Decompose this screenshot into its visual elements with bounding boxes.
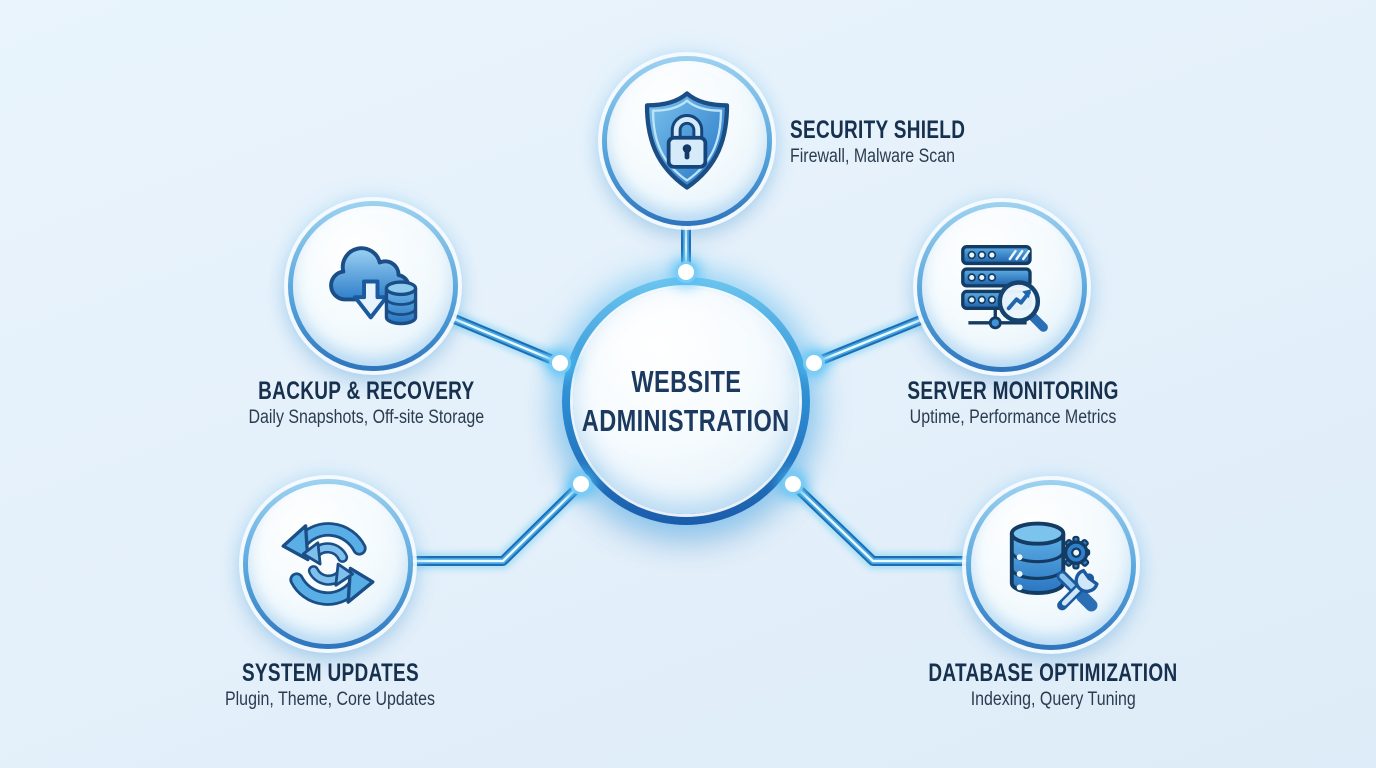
node-subtitle: Uptime, Performance Metrics xyxy=(909,407,1117,428)
junction-dot-upper-left xyxy=(552,355,568,371)
connector-updates xyxy=(405,476,589,569)
node-backup-recovery xyxy=(288,201,458,371)
connector-database xyxy=(785,476,976,569)
node-subtitle: Plugin, Theme, Core Updates xyxy=(225,689,435,710)
node-title: SERVER MONITORING xyxy=(907,377,1119,405)
central-hub: WEBSITE ADMINISTRATION xyxy=(562,277,810,525)
sync-arrows-icon xyxy=(281,522,375,606)
junction-dot-lower-left xyxy=(573,476,589,492)
junction-dot-upper-right xyxy=(806,355,822,371)
node-subtitle: Indexing, Query Tuning xyxy=(970,689,1136,710)
node-title: BACKUP & RECOVERY xyxy=(257,377,475,405)
label-database-optimization: DATABASE OPTIMIZATION Indexing, Query Tu… xyxy=(883,659,1223,712)
junction-dot-top xyxy=(678,264,694,280)
shield-lock-icon xyxy=(644,91,730,190)
database-tools-icon xyxy=(1009,521,1099,612)
node-system-updates xyxy=(243,479,413,649)
connector-backup xyxy=(444,310,568,371)
junction-dot-lower-right xyxy=(785,476,801,492)
node-server-monitoring xyxy=(917,202,1087,372)
node-security-shield xyxy=(602,56,772,226)
hub-title-line2: ADMINISTRATION xyxy=(582,403,790,438)
central-hub-face xyxy=(573,288,799,514)
wrench-screwdriver-icon xyxy=(1056,568,1099,612)
hub-title-line1: WEBSITE xyxy=(631,364,742,399)
label-security-shield: SECURITY SHIELD Firewall, Malware Scan xyxy=(790,116,1021,169)
central-hub-title: WEBSITE ADMINISTRATION xyxy=(549,362,822,440)
node-title: SECURITY SHIELD xyxy=(790,116,966,144)
node-subtitle: Firewall, Malware Scan xyxy=(790,146,955,167)
node-title: SYSTEM UPDATES xyxy=(241,659,419,687)
node-face xyxy=(248,484,408,644)
gear-icon xyxy=(1062,535,1091,570)
connector-monitoring xyxy=(806,311,931,371)
cloud-download-database-icon xyxy=(329,246,418,326)
server-magnifier-icon xyxy=(961,245,1048,332)
label-server-monitoring: SERVER MONITORING Uptime, Performance Me… xyxy=(843,377,1183,430)
node-database-optimization xyxy=(966,480,1136,650)
node-title: DATABASE OPTIMIZATION xyxy=(928,659,1178,687)
label-system-updates: SYSTEM UPDATES Plugin, Theme, Core Updat… xyxy=(160,659,500,712)
label-backup-recovery: BACKUP & RECOVERY Daily Snapshots, Off-s… xyxy=(196,377,536,430)
node-subtitle: Daily Snapshots, Off-site Storage xyxy=(248,407,484,428)
